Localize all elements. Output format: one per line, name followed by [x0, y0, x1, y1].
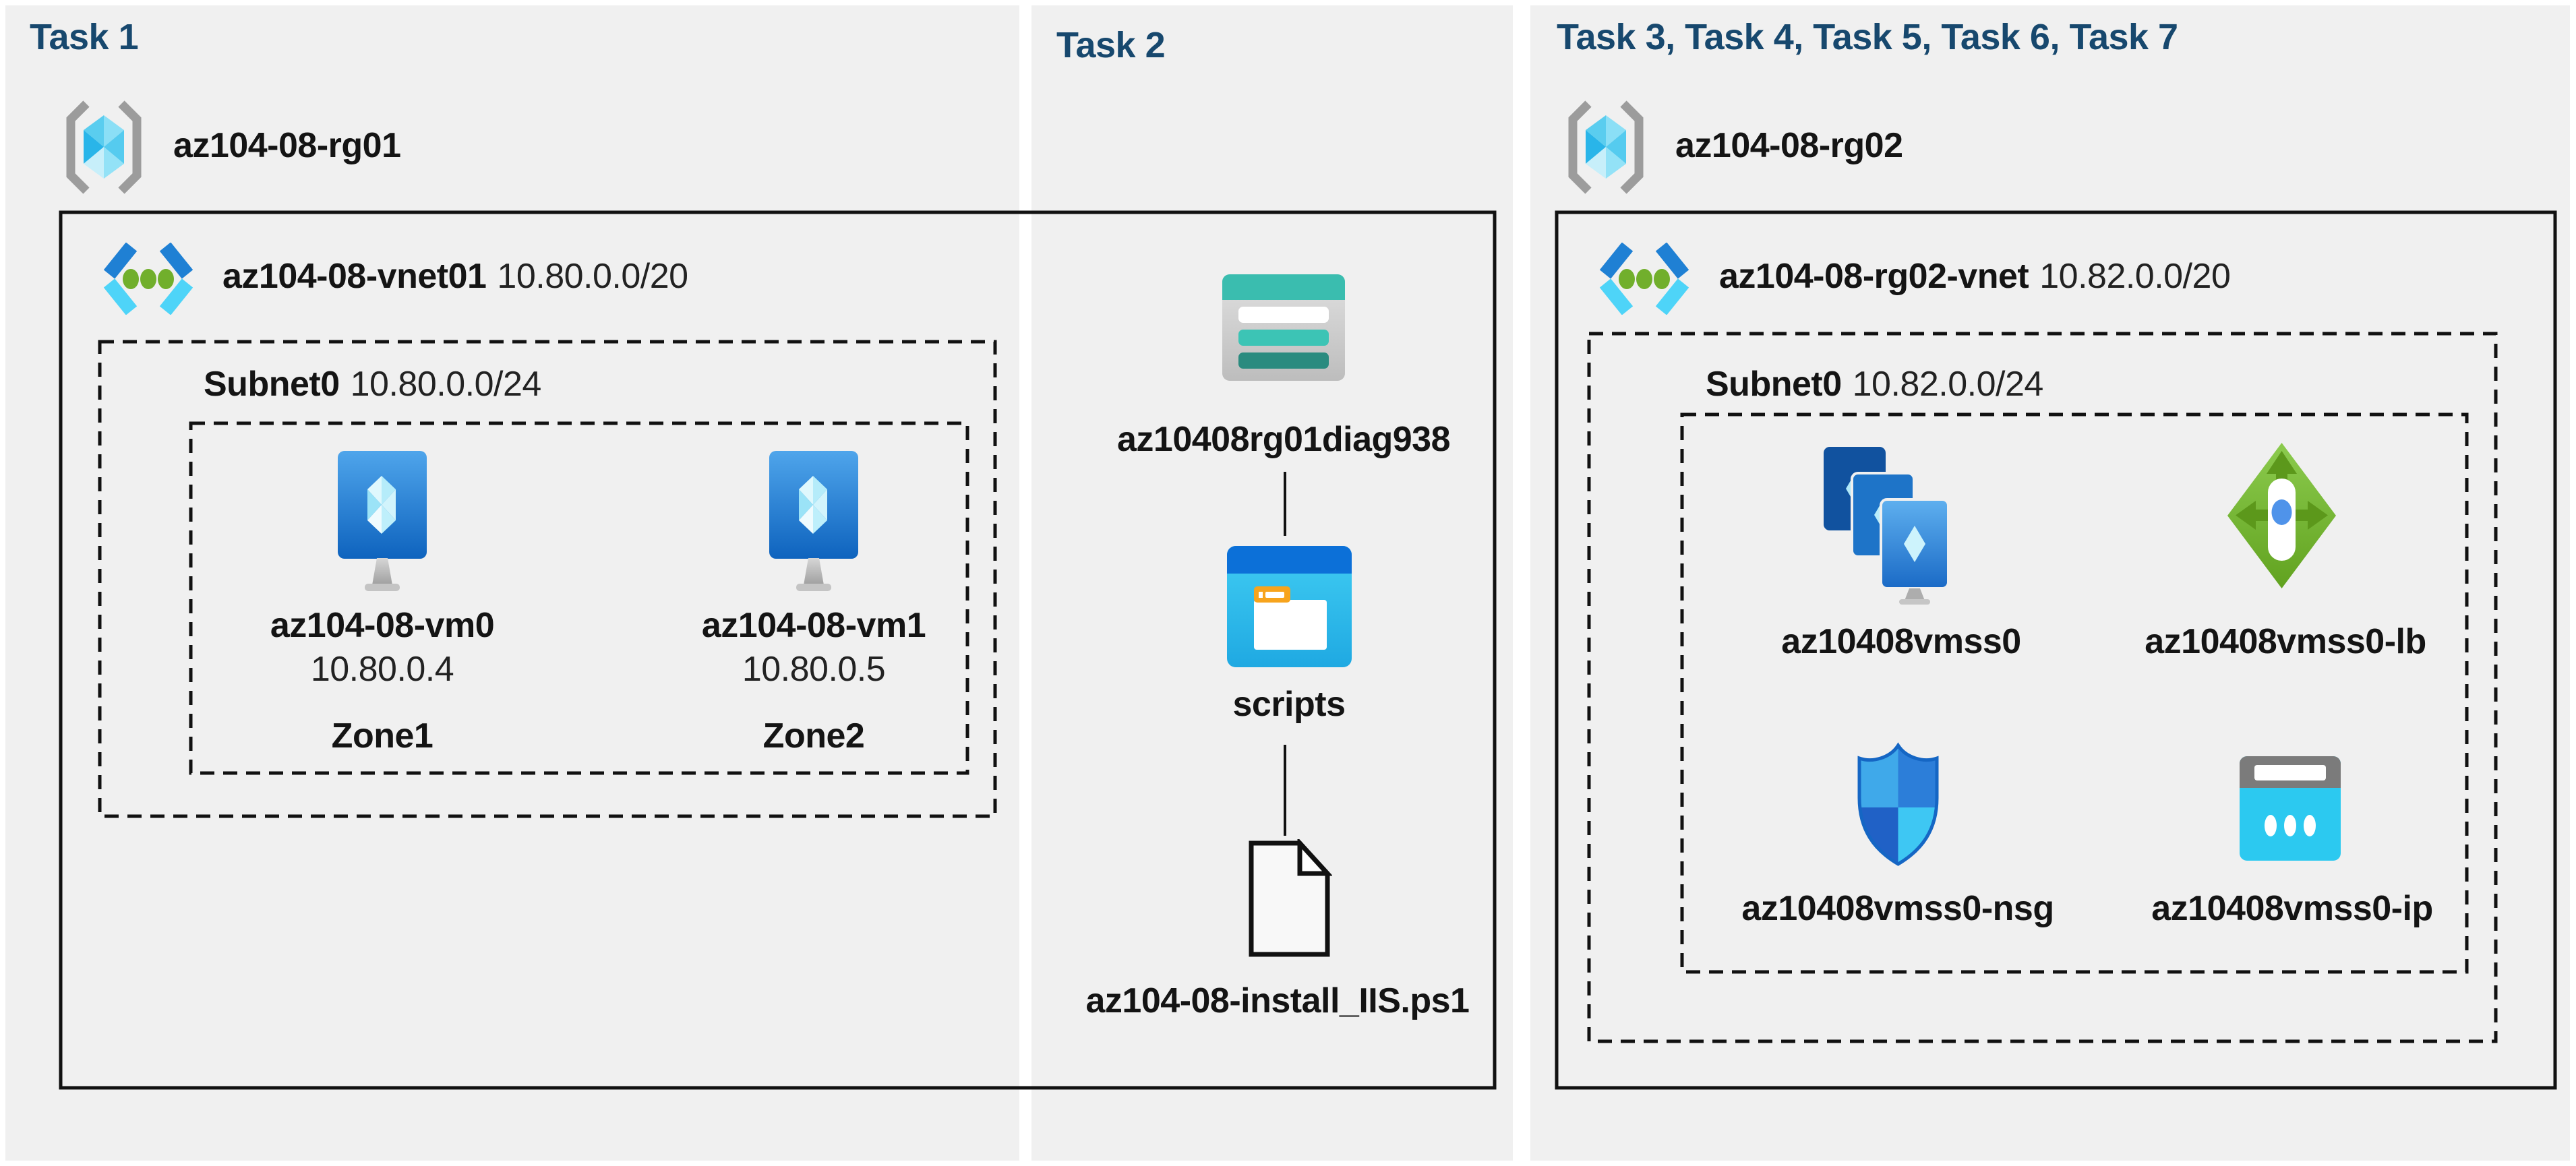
task2-header: Task 2 [1056, 25, 1166, 65]
rg02-label: az104-08-rg02 [1675, 126, 1903, 165]
vmss-label: az10408vmss0 [1781, 622, 2021, 661]
storage-account-label: az10408rg01diag938 [1116, 420, 1451, 459]
vm0-ip: 10.80.0.4 [310, 650, 454, 689]
storage-account-icon [1222, 274, 1345, 381]
task3-7-panel [1530, 5, 2570, 1161]
vm-zone-dashed-box [189, 421, 969, 775]
vm0-zone: Zone1 [331, 716, 433, 756]
vm-icon [337, 450, 427, 595]
public-ip-label: az10408vmss0-ip [2151, 889, 2433, 928]
vm-icon [769, 450, 859, 595]
task1-panel [5, 5, 1019, 1161]
resource-group-icon [1561, 99, 1650, 195]
vm0-label: az104-08-vm0 [270, 606, 495, 645]
subnet0-dashed-box-task3 [1587, 332, 2498, 1043]
container-label: scripts [1232, 685, 1346, 724]
vnet-icon [99, 242, 198, 315]
vm1-ip: 10.80.0.5 [742, 650, 886, 689]
rg01-label: az104-08-rg01 [173, 126, 401, 165]
task3-7-header: Task 3, Task 4, Task 5, Task 6, Task 7 [1557, 17, 2178, 57]
blob-container-icon [1227, 546, 1352, 667]
vmss-resources-dashed-box [1680, 412, 2469, 974]
task1-header: Task 1 [30, 17, 139, 57]
load-balancer-icon [2226, 441, 2337, 590]
lb-label: az10408vmss0-lb [2145, 622, 2426, 661]
vm1-label: az104-08-vm1 [701, 606, 926, 645]
nsg-icon [1853, 740, 1944, 868]
resource-group-icon [59, 99, 148, 195]
script-file-label: az104-08-install_IIS.ps1 [1085, 981, 1470, 1020]
vnet-icon [1595, 242, 1694, 315]
subnet0-dashed-box-task1 [98, 340, 997, 818]
nsg-label: az10408vmss0-nsg [1741, 889, 2054, 928]
vm1-zone: Zone2 [762, 716, 865, 756]
public-ip-icon [2240, 756, 2341, 861]
vnet01-boundary-box [59, 210, 1497, 1090]
vmss-icon [1824, 447, 1955, 605]
rg02-vnet-boundary-box [1555, 210, 2557, 1090]
file-icon [1247, 836, 1333, 958]
